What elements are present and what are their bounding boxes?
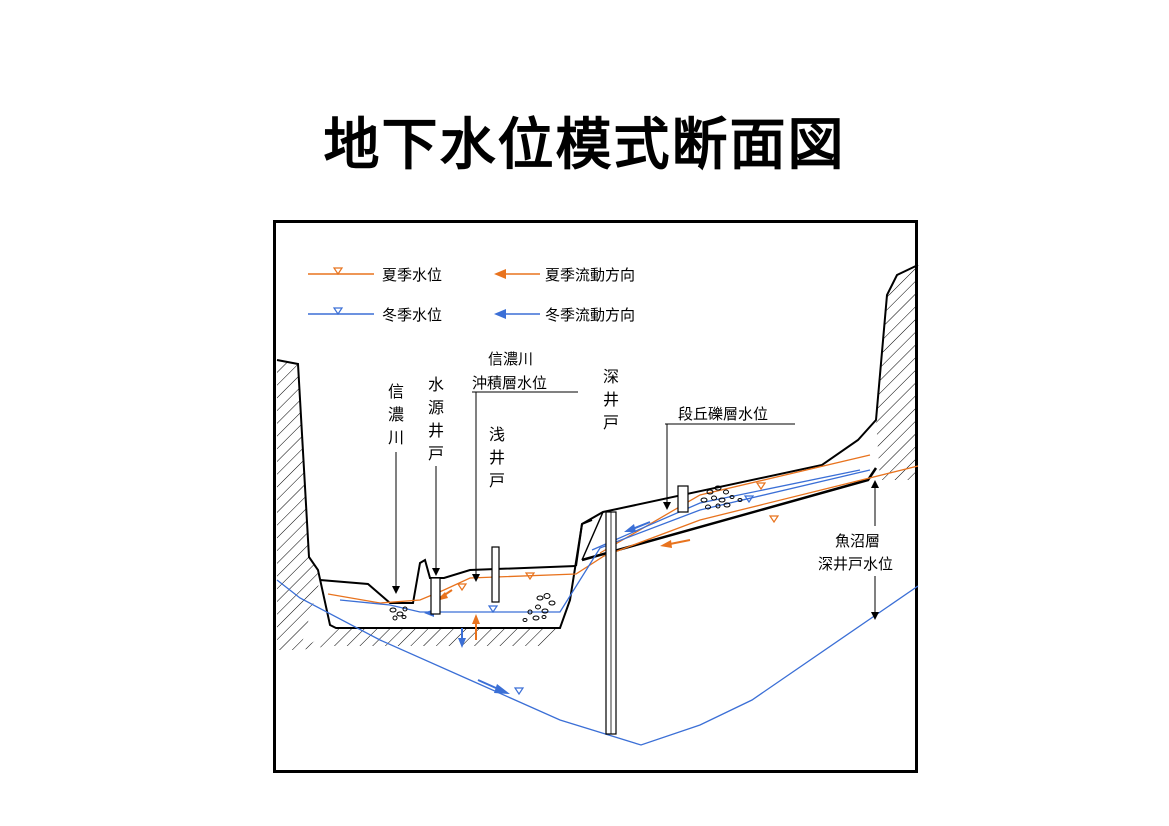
svg-text:井: 井 — [489, 448, 505, 467]
gravel — [389, 485, 743, 622]
legend-summer-flow-label: 夏季流動方向 — [545, 266, 635, 284]
water-level-marker-icon — [743, 495, 755, 504]
legend-winter-level-label: 冬季水位 — [382, 306, 442, 324]
svg-text:川: 川 — [388, 428, 404, 447]
summer-flow-arrow-icon — [472, 614, 480, 624]
summer-flow-arrow-icon — [660, 540, 672, 548]
svg-text:深: 深 — [603, 367, 619, 386]
legend-summer-flow: 夏季流動方向 — [494, 266, 635, 284]
terrace-highland — [581, 264, 919, 562]
svg-text:戸: 戸 — [428, 444, 444, 463]
terrace-summer-level — [599, 454, 871, 554]
svg-text:信濃川: 信濃川 — [488, 350, 533, 368]
svg-text:深井戸水位: 深井戸水位 — [818, 555, 893, 573]
svg-text:段丘礫層水位: 段丘礫層水位 — [678, 405, 768, 423]
page-title: 地下水位模式断面図 — [323, 113, 846, 178]
legend-winter-flow: 冬季流動方向 — [494, 306, 635, 324]
legend-summer-level: 夏季水位 — [308, 266, 442, 284]
water-level-marker-icon — [755, 482, 767, 491]
valley-floor-hatch — [300, 628, 560, 650]
diagram-frame — [273, 220, 918, 773]
arrow-left-icon — [494, 269, 506, 279]
arrow-left-icon — [494, 309, 506, 319]
water-level-marker-icon — [524, 572, 536, 581]
label-alluvial-water-level: 信濃川 沖積層水位 — [472, 350, 578, 582]
legend-winter-level: 冬季水位 — [308, 306, 442, 324]
water-level-marker-icon — [487, 605, 499, 614]
winter-flow-arrow-icon — [624, 524, 636, 532]
label-uonuma-water-level: 魚沼層 深井戸水位 — [818, 480, 914, 620]
legend-winter-flow-label: 冬季流動方向 — [545, 306, 635, 324]
svg-text:魚沼層: 魚沼層 — [835, 532, 880, 550]
terrace-winter-level — [591, 469, 861, 551]
label-shinano-river: 信 濃 川 — [388, 382, 404, 594]
svg-text:戸: 戸 — [603, 413, 619, 432]
svg-text:水: 水 — [428, 375, 444, 394]
svg-text:井: 井 — [428, 421, 444, 440]
terrace-well-pipe — [677, 485, 689, 513]
svg-text:濃: 濃 — [388, 405, 404, 424]
label-shallow-well: 浅 井 戸 — [489, 425, 505, 490]
legend: 夏季水位 夏季流動方向 冬季水位 冬季流動方向 — [308, 266, 635, 324]
svg-text:戸: 戸 — [489, 471, 505, 490]
svg-text:信: 信 — [388, 382, 404, 401]
water-level-marker-icon — [332, 267, 344, 276]
label-source-well: 水 源 井 戸 — [428, 375, 444, 576]
svg-text:浅: 浅 — [489, 425, 505, 444]
svg-text:沖積層水位: 沖積層水位 — [472, 374, 547, 392]
water-level-marker-icon — [456, 583, 468, 592]
svg-text:井: 井 — [603, 390, 619, 409]
summer-water-level — [327, 465, 919, 604]
water-level-marker-icon — [332, 307, 344, 316]
valley-ground — [319, 523, 583, 604]
source-well-pipe — [430, 577, 441, 615]
label-deep-well: 深 井 戸 — [603, 367, 619, 432]
water-level-marker-icon — [513, 687, 525, 696]
winter-flow-arrow-icon — [458, 638, 466, 648]
uonuma-deep-water-level — [276, 579, 919, 746]
shallow-well-pipe — [491, 546, 500, 603]
label-terrace-water-level: 段丘礫層水位 — [663, 405, 795, 510]
legend-summer-level-label: 夏季水位 — [382, 266, 442, 284]
water-level-marker-icon — [768, 515, 780, 524]
winter-flow-arrow-icon — [494, 684, 510, 694]
winter-water-level — [339, 469, 871, 613]
svg-text:源: 源 — [428, 398, 444, 417]
